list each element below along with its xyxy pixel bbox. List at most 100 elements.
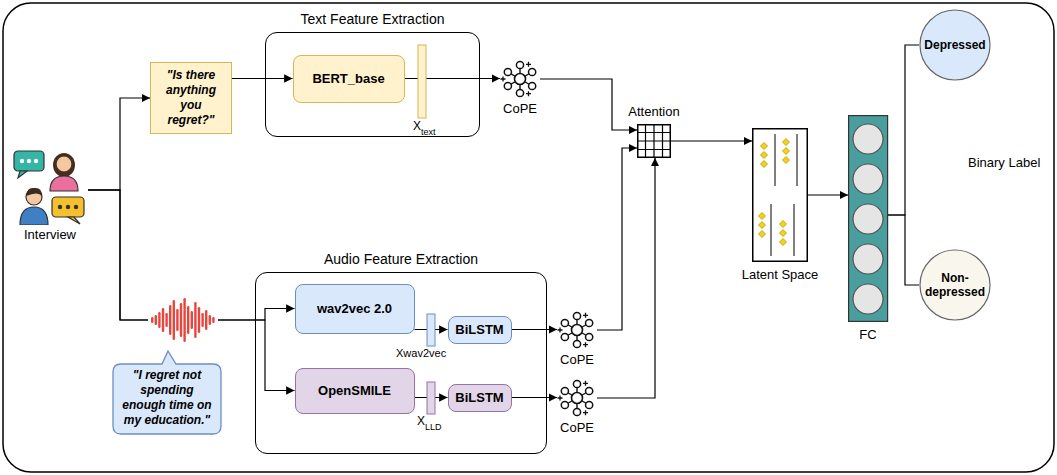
fc-label: FC <box>845 327 891 343</box>
neuron <box>853 124 883 154</box>
hair <box>26 188 42 196</box>
connector <box>888 215 919 285</box>
fc-frame <box>849 116 888 322</box>
attention-grid: Attention <box>622 104 686 160</box>
chat-bubble <box>52 197 84 217</box>
wave-bar <box>191 311 193 329</box>
latent-frame <box>753 129 808 262</box>
fc-column <box>845 115 891 322</box>
plus-mark <box>526 91 531 96</box>
box-label: OpenSMILE <box>318 383 391 398</box>
latent-point <box>759 213 766 220</box>
wave-bar <box>212 317 214 323</box>
network-node <box>573 380 580 387</box>
cluster-divider <box>794 204 795 256</box>
chat-tail <box>68 217 80 224</box>
module-group: wav2vec 2.0BiLSTMOpenSMILEBiLSTMAudio Fe… <box>255 272 547 454</box>
module-group: BERT_baseText Feature Extraction <box>265 32 480 137</box>
plus-mark <box>526 62 531 67</box>
network-node <box>504 68 511 75</box>
network-node <box>516 89 523 96</box>
wave-bar <box>194 302 196 338</box>
interview-label: Interview <box>12 227 88 243</box>
group-heading: Audio Feature Extraction <box>256 250 546 268</box>
feature-subscript: text <box>421 128 436 138</box>
feature-bar <box>427 314 435 346</box>
connector <box>512 397 558 398</box>
latent-point <box>780 239 787 246</box>
cope-icon: CoPE <box>554 376 600 438</box>
model-box: OpenSMILE <box>295 368 415 414</box>
network-node <box>586 333 593 340</box>
audio-wave-icon <box>151 298 215 342</box>
wave-bar <box>155 315 157 325</box>
cluster-divider <box>771 204 772 256</box>
plus-mark <box>583 313 588 318</box>
wave-bar <box>176 309 178 331</box>
feature-bar <box>427 382 435 414</box>
wave-bar <box>169 305 171 335</box>
class-fill <box>920 250 990 320</box>
box-label: BERT_base <box>312 71 384 86</box>
fc-layer: FC <box>845 115 891 343</box>
cluster-divider <box>775 134 776 186</box>
latent-space: Latent Space <box>738 128 822 284</box>
outer-frame <box>3 3 1054 472</box>
latent-point <box>759 222 766 229</box>
network-node <box>529 68 536 75</box>
network-hub <box>572 393 583 404</box>
cope-network <box>557 310 597 350</box>
latent-point <box>780 221 787 228</box>
plus-mark <box>558 328 563 333</box>
woman-head <box>56 156 72 172</box>
group-heading: Text Feature Extraction <box>266 10 479 28</box>
cope-network <box>500 59 540 99</box>
network-node <box>516 61 523 68</box>
grid-line <box>662 124 663 158</box>
connector <box>888 45 919 215</box>
cope-label: CoPE <box>554 420 600 436</box>
wave-backing <box>148 296 218 344</box>
answer-text: "I regret not spending enough time on my… <box>118 368 216 428</box>
plus-mark <box>558 396 563 401</box>
output-label: Binary Label <box>968 156 1040 170</box>
latent-box <box>738 128 822 262</box>
connector <box>88 190 295 391</box>
wave-bar <box>151 317 153 323</box>
network-node <box>561 401 568 408</box>
neuron <box>853 284 883 314</box>
plus-mark <box>583 342 588 347</box>
cluster-divider <box>797 134 798 186</box>
question-text: "Is there anything you regret?" <box>157 68 225 128</box>
network-hub <box>515 74 526 85</box>
feature-symbol: X <box>417 415 425 428</box>
wave-bar <box>209 315 211 325</box>
neuron <box>853 204 883 234</box>
speech-bubble: "I regret not spending enough time on my… <box>112 350 222 435</box>
model-box: BERT_base <box>293 55 405 103</box>
wave-bar <box>205 310 207 330</box>
cope-label: CoPE <box>497 101 543 117</box>
feature-symbol: Xwav2vec <box>396 347 446 359</box>
plus-mark <box>501 77 506 82</box>
network-node <box>561 333 568 340</box>
class-label: Non-depressed <box>923 271 987 299</box>
class-circle: Depressed <box>919 9 991 81</box>
box-label: BiLSTM <box>455 390 503 405</box>
woman-body <box>50 176 78 191</box>
wave-bar <box>180 303 182 337</box>
class-fill <box>920 10 990 80</box>
box-label: wav2vec 2.0 <box>317 301 392 316</box>
latent-point <box>783 157 790 164</box>
wave-bar <box>183 298 185 342</box>
connector <box>540 79 637 130</box>
connector <box>232 78 293 79</box>
latent-label: Latent Space <box>738 267 822 283</box>
network-node <box>586 401 593 408</box>
latent-point <box>783 148 790 155</box>
grid-line <box>637 140 671 141</box>
feature-subscript: LLD <box>425 423 442 433</box>
plus-mark <box>583 410 588 415</box>
wave-bar <box>198 307 200 333</box>
cope-label: CoPE <box>554 352 600 368</box>
